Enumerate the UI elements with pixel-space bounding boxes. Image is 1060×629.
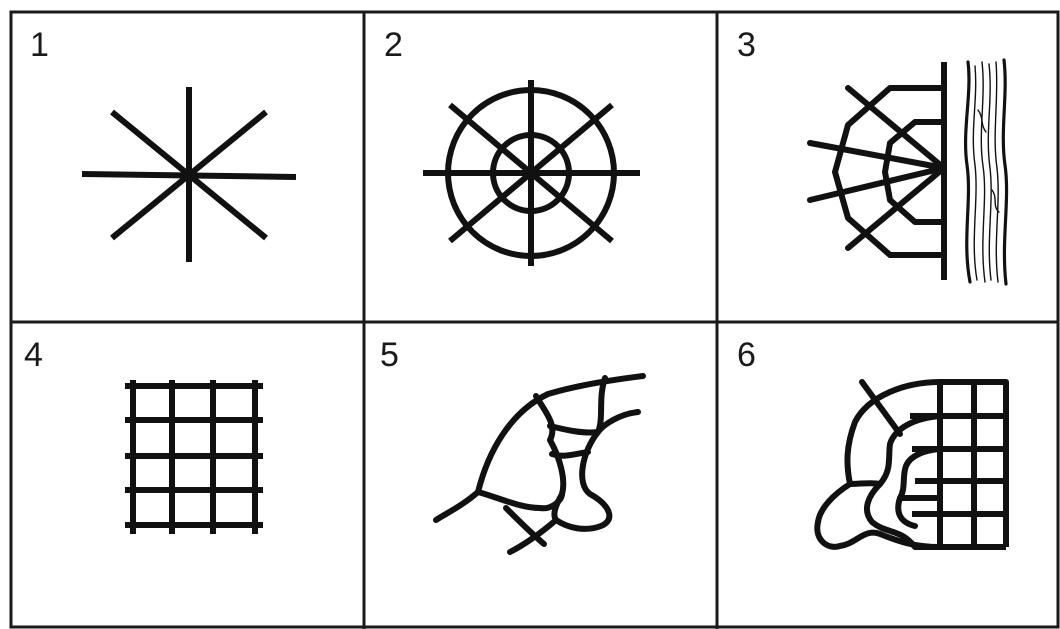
panel-number: 4 — [24, 336, 43, 374]
panel-number: 1 — [30, 26, 49, 64]
grid-web-icon — [125, 380, 263, 534]
panel-6: 6 — [737, 336, 1006, 547]
panel-2: 2 — [384, 26, 640, 266]
sector-web-on-tree-icon — [810, 60, 1007, 284]
panel-3: 3 — [737, 26, 1007, 284]
irregular-web-icon — [436, 376, 643, 552]
panel-number: 6 — [737, 336, 756, 374]
panel-number: 5 — [380, 336, 399, 374]
panel-number: 2 — [384, 26, 403, 64]
panel-5: 5 — [380, 336, 643, 552]
panel-number: 3 — [737, 26, 756, 64]
radial-lines-icon — [82, 87, 296, 262]
panel-4: 4 — [24, 336, 263, 534]
panel-1: 1 — [30, 26, 296, 262]
irregular-grid-web-icon — [817, 382, 1006, 547]
orb-web-icon — [423, 80, 640, 266]
